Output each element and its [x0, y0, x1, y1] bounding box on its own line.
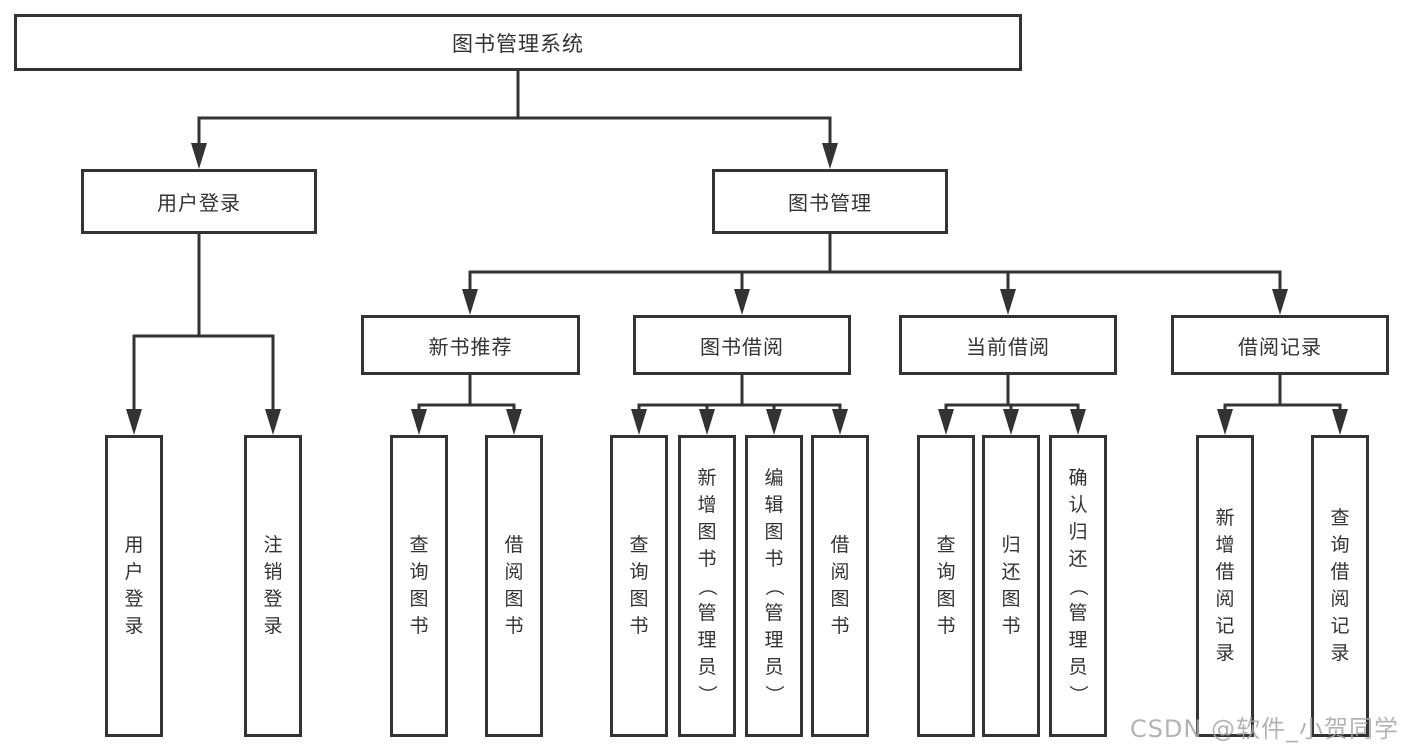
leaf-user-login: 用户登录 [105, 435, 163, 737]
leaf-borrow-books-recommend: 借阅图书 [485, 435, 543, 737]
leaf-logout: 注销登录 [244, 435, 302, 737]
leaf-edit-books-admin: 编辑图书（管理员） [745, 435, 803, 737]
leaf-borrow-books: 借阅图书 [811, 435, 869, 737]
leaf-query-books-recommend: 查询图书 [390, 435, 448, 737]
leaf-query-books-borrowing: 查询图书 [610, 435, 668, 737]
leaf-add-books-admin: 新增图书（管理员） [678, 435, 736, 737]
node-library-system: 图书管理系统 [14, 14, 1022, 71]
node-book-management: 图书管理 [712, 169, 948, 234]
node-current-borrowing: 当前借阅 [899, 315, 1117, 375]
node-book-borrowing: 图书借阅 [633, 315, 851, 375]
leaf-add-borrow-record: 新增借阅记录 [1196, 435, 1254, 737]
arrowheads [126, 143, 1348, 435]
leaf-query-borrow-record: 查询借阅记录 [1311, 435, 1369, 737]
leaf-return-books: 归还图书 [982, 435, 1040, 737]
watermark: CSDN @软件_小贺同学 [1129, 715, 1399, 743]
node-new-book-recommend: 新书推荐 [361, 315, 580, 375]
node-borrowing-records: 借阅记录 [1171, 315, 1389, 375]
leaf-query-books-current: 查询图书 [917, 435, 975, 737]
leaf-confirm-return-admin: 确认归还（管理员） [1049, 435, 1107, 737]
node-user-login: 用户登录 [81, 169, 317, 234]
